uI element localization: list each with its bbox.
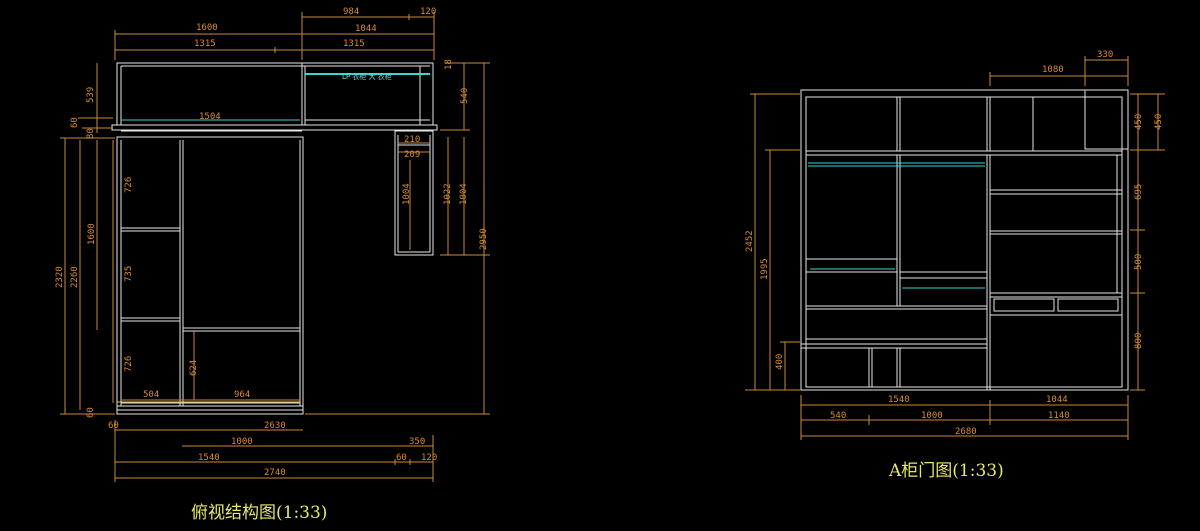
dim-door-800: 800 xyxy=(1134,333,1144,349)
dim-door-1540: 1540 xyxy=(888,395,910,405)
dim-right-540: 540 xyxy=(460,88,470,104)
dim-inner-1004: 1004 xyxy=(402,183,412,205)
dim-top-1315-right: 1315 xyxy=(343,39,365,49)
dim-door-400: 400 xyxy=(775,354,785,370)
dim-door-2452: 2452 xyxy=(745,230,755,252)
dim-right-2950: 2950 xyxy=(479,228,489,250)
door-view-title: A柜门图(1:33) xyxy=(888,461,1004,481)
dim-left-726-lower: 726 xyxy=(124,356,134,372)
dim-left-735: 735 xyxy=(124,266,134,282)
top-view-title: 俯视结构图(1:33) xyxy=(191,503,327,523)
dim-top-1044: 1044 xyxy=(355,24,377,34)
dim-door-1000: 1000 xyxy=(921,411,943,421)
dim-left-1600: 1600 xyxy=(87,223,97,245)
dim-bottom-2740: 2740 xyxy=(264,468,286,478)
dim-left-80: 80 xyxy=(86,128,96,139)
desk-return xyxy=(394,130,434,256)
dim-inner-964: 964 xyxy=(234,390,250,400)
dim-bottom-2630: 2630 xyxy=(264,421,286,431)
dim-door-1044: 1044 xyxy=(1046,395,1068,405)
dim-inner-1504: 1504 xyxy=(199,112,221,122)
dim-inner-210: 210 xyxy=(404,135,420,145)
dim-left-2260: 2260 xyxy=(70,266,80,288)
dim-door-540: 540 xyxy=(830,411,846,421)
dim-door-2680: 2680 xyxy=(955,427,977,437)
dim-bottom-350: 350 xyxy=(409,437,425,447)
dim-door-1995: 1995 xyxy=(760,258,770,280)
dim-bottom-60-right: 60 xyxy=(396,453,407,463)
dim-door-695: 695 xyxy=(1134,184,1144,200)
dim-door-1140: 1140 xyxy=(1048,411,1070,421)
dim-top-1315-left: 1315 xyxy=(194,39,216,49)
dim-door-450-a: 450 xyxy=(1134,114,1144,130)
dim-door-1080: 1080 xyxy=(1042,65,1064,75)
dim-inner-624: 624 xyxy=(189,360,199,376)
dim-door-330: 330 xyxy=(1097,50,1113,60)
corner-box xyxy=(1084,89,1129,150)
door-view-drawing xyxy=(745,56,1165,440)
dim-left-2320: 2320 xyxy=(55,266,65,288)
dim-left-60-bottom: 60 xyxy=(86,407,96,418)
dim-top-1600: 1600 xyxy=(196,23,218,33)
dim-left-539: 539 xyxy=(86,87,96,103)
dim-top-120: 120 xyxy=(420,7,436,17)
dim-left-726-upper: 726 xyxy=(124,177,134,193)
dim-right-18: 18 xyxy=(444,59,454,70)
dim-bottom-60: 60 xyxy=(108,421,119,431)
dim-bottom-120: 120 xyxy=(421,453,437,463)
desk-plank xyxy=(111,124,438,131)
top-view-note: LP 衣柜 大 衣柜 xyxy=(342,72,392,81)
dim-top-984: 984 xyxy=(343,7,359,17)
door-cabinet-outline xyxy=(800,89,1129,391)
dim-right-1022: 1022 xyxy=(443,183,453,205)
main-cabinet-outline xyxy=(116,136,304,411)
dim-bottom-1000: 1000 xyxy=(231,437,253,447)
dim-left-60: 60 xyxy=(70,117,80,128)
dim-bottom-1540: 1540 xyxy=(198,453,220,463)
dim-right-1004: 1004 xyxy=(459,183,469,205)
dim-door-450-b: 450 xyxy=(1154,114,1164,130)
dim-inner-209: 209 xyxy=(404,150,420,160)
dim-door-500: 500 xyxy=(1134,254,1144,270)
dim-inner-504: 504 xyxy=(143,390,159,400)
top-view-drawing xyxy=(60,12,490,482)
